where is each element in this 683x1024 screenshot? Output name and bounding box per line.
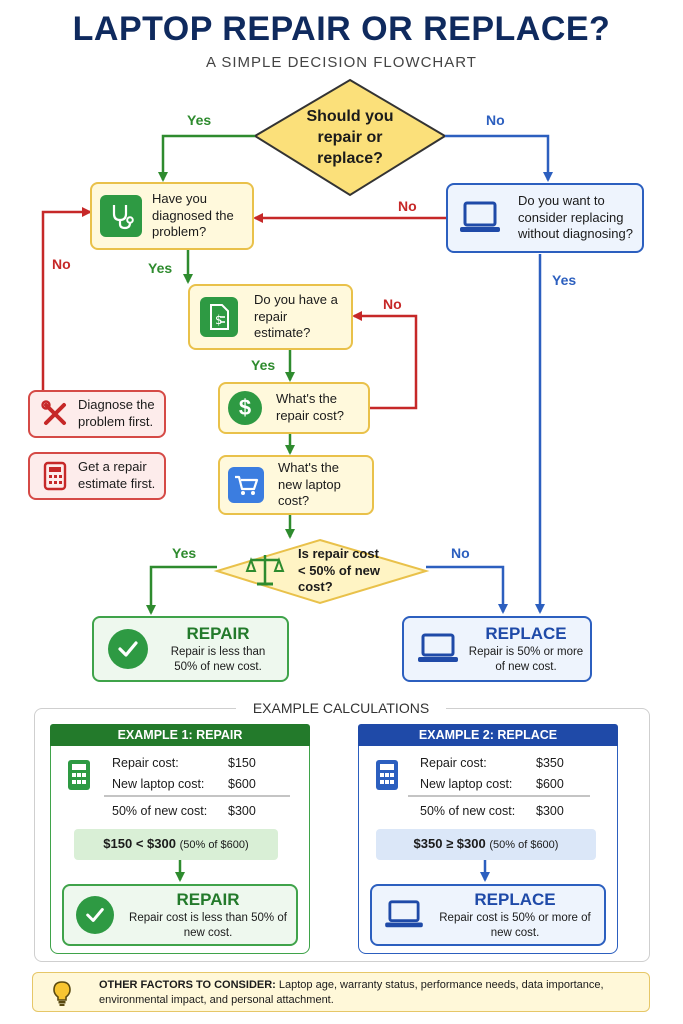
replace-title: REPLACE [485, 624, 567, 644]
checkmark-icon [76, 896, 114, 934]
diagnosed-text: Have you diagnosed the problem? [152, 190, 234, 240]
label-yes-diagnosed: Yes [148, 260, 173, 276]
diagnose-first-box: Diagnose the problem first. [28, 390, 166, 438]
label-yes-estimate: Yes [251, 357, 276, 373]
laptop-icon [458, 198, 502, 238]
start-question: Should you repair or replace? [306, 108, 394, 167]
diagnose-first-text: Diagnose the problem first. [78, 397, 155, 429]
ex1-row2-value: $600 [228, 777, 256, 791]
ex1-result-desc: Repair cost is less than 50% of new cost… [129, 912, 287, 940]
ex2-result-title: REPLACE [474, 890, 556, 910]
example-2-header: EXAMPLE 2: REPLACE [358, 724, 618, 746]
replace-result-box: REPLACE Repair is 50% or more of new cos… [402, 616, 592, 682]
label-no-compare: No [451, 545, 470, 561]
compare-question: Is repair cost < 50% of new cost? [298, 546, 380, 595]
tools-icon [40, 399, 70, 429]
calculator-icon [64, 757, 94, 793]
ex1-inequality: $150 < $300 (50% of $600) [74, 829, 278, 860]
calculator-icon [40, 461, 70, 491]
ex2-row2-value: $600 [536, 777, 564, 791]
repair-result-box: REPAIR Repair is less than 50% of new co… [92, 616, 289, 682]
ex2-row3-label: 50% of new cost: [420, 804, 516, 818]
ex1-row1-label: Repair cost: [112, 756, 179, 770]
start-diamond [253, 78, 447, 197]
cart-icon [228, 467, 264, 503]
ex2-row1-label: Repair cost: [420, 756, 487, 770]
calculator-icon [372, 757, 402, 793]
repair-cost-text: What's the repair cost? [276, 391, 344, 423]
ex1-row3-label: 50% of new cost: [112, 804, 208, 818]
ex1-result-box: REPAIR Repair cost is less than 50% of n… [62, 884, 298, 946]
label-yes-consider: Yes [552, 272, 577, 288]
consider-replace-box: Do you want to consider replacing withou… [446, 183, 644, 253]
stethoscope-icon [100, 195, 142, 237]
ex1-row1-value: $150 [228, 756, 256, 770]
ex2-inequality-main: $350 ≥ $300 [413, 836, 486, 851]
ex2-row3-value: $300 [536, 804, 564, 818]
estimate-box: $ Do you have a repair estimate? [188, 284, 353, 350]
svg-text:$: $ [215, 313, 223, 327]
ex2-result-desc: Repair cost is 50% or more of new cost. [439, 912, 591, 940]
estimate-text: Do you have a repair estimate? [254, 291, 338, 341]
page-subtitle: A SIMPLE DECISION FLOWCHART [206, 54, 477, 71]
scale-icon [244, 550, 286, 590]
dollar-icon: $ [228, 391, 262, 425]
example-1-header: EXAMPLE 1: REPAIR [50, 724, 310, 746]
ex2-inequality: $350 ≥ $300 (50% of $600) [376, 829, 596, 860]
label-no-diagnosed: No [52, 256, 71, 272]
new-cost-box: What's the new laptop cost? [218, 455, 374, 515]
estimate-first-text: Get a repair estimate first. [78, 459, 156, 491]
lightbulb-icon [49, 979, 75, 1007]
new-cost-text: What's the new laptop cost? [278, 459, 341, 509]
diagnosed-box: Have you diagnosed the problem? [90, 182, 254, 250]
laptop-icon [382, 896, 426, 934]
laptop-icon [416, 629, 460, 669]
ex1-inequality-note: (50% of $600) [179, 839, 249, 851]
repair-desc: Repair is less than 50% of new cost. [170, 646, 266, 674]
examples-heading: EXAMPLE CALCULATIONS [236, 700, 446, 716]
ex1-row3-value: $300 [228, 804, 256, 818]
document-icon: $ [200, 297, 238, 337]
factors-heading: OTHER FACTORS TO CONSIDER: [99, 979, 276, 991]
label-yes-start: Yes [187, 112, 212, 128]
ex2-row2-label: New laptop cost: [420, 777, 513, 791]
factors-text: Laptop age, warranty status, performance… [99, 979, 604, 1006]
label-no-start: No [486, 112, 505, 128]
ex1-row2-label: New laptop cost: [112, 777, 205, 791]
checkmark-icon [108, 629, 148, 669]
page-title: LAPTOP REPAIR OR REPLACE? [72, 10, 611, 48]
label-no-estimate: No [383, 296, 402, 312]
label-yes-compare: Yes [172, 545, 197, 561]
other-factors-box: OTHER FACTORS TO CONSIDER: Laptop age, w… [32, 972, 650, 1012]
label-no-consider: No [398, 198, 417, 214]
ex2-inequality-note: (50% of $600) [489, 839, 559, 851]
ex1-inequality-main: $150 < $300 [103, 836, 176, 851]
consider-replace-text: Do you want to consider replacing withou… [518, 192, 633, 242]
ex1-result-title: REPAIR [176, 890, 240, 910]
ex2-row1-value: $350 [536, 756, 564, 770]
ex2-result-box: REPLACE Repair cost is 50% or more of ne… [370, 884, 606, 946]
repair-cost-box: $ What's the repair cost? [218, 382, 370, 434]
repair-title: REPAIR [186, 624, 250, 644]
estimate-first-box: Get a repair estimate first. [28, 452, 166, 500]
replace-desc: Repair is 50% or more of new cost. [468, 646, 584, 674]
